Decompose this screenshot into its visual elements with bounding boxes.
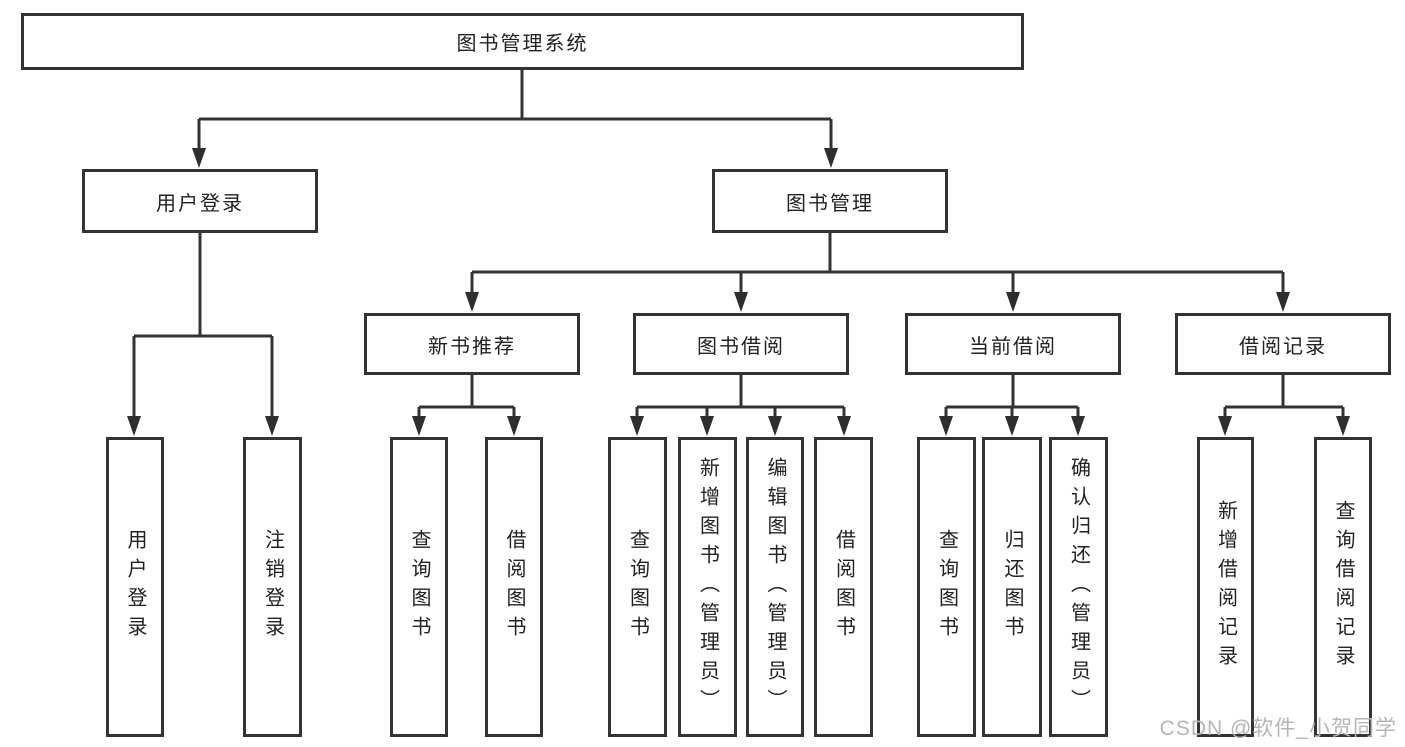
arrowhead bbox=[465, 292, 479, 312]
connector-book-mgmt-to-level3 bbox=[465, 233, 1290, 312]
node-user-login-label: 用户登录 bbox=[156, 192, 244, 215]
node-book-management-label: 图书管理 bbox=[786, 192, 874, 215]
arrowhead bbox=[192, 148, 206, 168]
node-current-borrow-label: 当前借阅 bbox=[969, 335, 1057, 358]
leaf-edit-books-admin: 编辑图书（管理员） bbox=[746, 437, 804, 737]
csdn-watermark: CSDN @软件_小贺同学 bbox=[1159, 717, 1397, 740]
node-user-login: 用户登录 bbox=[82, 169, 318, 233]
connector-user-login-to-leaves bbox=[127, 233, 279, 436]
arrowhead bbox=[734, 292, 748, 312]
node-borrow-records: 借阅记录 bbox=[1175, 313, 1391, 375]
leaf-query-books-recommend-label: 查询图书 bbox=[408, 529, 430, 645]
leaf-user-login: 用户登录 bbox=[106, 437, 164, 737]
leaf-return-books-label: 归还图书 bbox=[1001, 529, 1023, 645]
leaf-add-borrow-record-label: 新增借阅记录 bbox=[1214, 500, 1237, 674]
leaf-confirm-return-admin-label: 确认归还（管理员） bbox=[1067, 456, 1090, 718]
arrowhead bbox=[939, 416, 953, 436]
node-root-label: 图书管理系统 bbox=[456, 33, 589, 55]
node-book-borrow-label: 图书借阅 bbox=[697, 335, 785, 358]
leaf-query-books-current: 查询图书 bbox=[917, 437, 976, 737]
arrowhead bbox=[265, 416, 279, 436]
node-borrow-records-label: 借阅记录 bbox=[1239, 335, 1327, 358]
connector-recommend-to-leaves bbox=[412, 375, 521, 436]
connector-root-to-level2 bbox=[192, 69, 838, 168]
leaf-query-borrow-record-label: 查询借阅记录 bbox=[1332, 500, 1354, 674]
leaf-query-books-current-label: 查询图书 bbox=[935, 529, 958, 645]
arrowhead bbox=[837, 416, 851, 436]
leaf-logout-label: 注销登录 bbox=[261, 529, 284, 645]
arrowhead bbox=[700, 416, 714, 436]
arrowhead bbox=[630, 416, 644, 436]
leaf-add-books-admin-label: 新增图书（管理员） bbox=[696, 456, 719, 718]
node-book-management: 图书管理 bbox=[712, 169, 948, 233]
leaf-return-books: 归还图书 bbox=[982, 437, 1042, 737]
node-root: 图书管理系统 bbox=[21, 13, 1024, 70]
leaf-borrow-books-label: 借阅图书 bbox=[832, 529, 855, 645]
arrowhead bbox=[507, 416, 521, 436]
arrowhead bbox=[412, 416, 426, 436]
leaf-user-login-label: 用户登录 bbox=[124, 529, 146, 645]
leaf-query-books-recommend: 查询图书 bbox=[390, 437, 448, 737]
leaf-borrow-books-recommend-label: 借阅图书 bbox=[503, 529, 525, 645]
connector-current-to-leaves bbox=[939, 375, 1085, 436]
leaf-add-books-admin: 新增图书（管理员） bbox=[678, 437, 737, 737]
connector-borrow-to-leaves bbox=[630, 375, 851, 436]
leaf-edit-books-admin-label: 编辑图书（管理员） bbox=[764, 456, 786, 718]
arrowhead bbox=[1218, 416, 1232, 436]
node-current-borrow: 当前借阅 bbox=[905, 313, 1121, 375]
leaf-query-books-borrow: 查询图书 bbox=[608, 437, 667, 737]
leaf-logout: 注销登录 bbox=[243, 437, 302, 737]
leaf-add-borrow-record: 新增借阅记录 bbox=[1197, 437, 1254, 737]
arrowhead bbox=[1276, 292, 1290, 312]
arrowhead bbox=[1071, 416, 1085, 436]
leaf-borrow-books: 借阅图书 bbox=[814, 437, 873, 737]
node-new-book-recommend-label: 新书推荐 bbox=[428, 335, 516, 358]
arrowhead bbox=[1336, 416, 1350, 436]
leaf-borrow-books-recommend: 借阅图书 bbox=[485, 437, 543, 737]
arrowhead bbox=[768, 416, 782, 436]
node-book-borrow: 图书借阅 bbox=[633, 313, 849, 375]
node-new-book-recommend: 新书推荐 bbox=[364, 313, 580, 375]
arrowhead bbox=[127, 416, 141, 436]
arrowhead bbox=[1006, 292, 1020, 312]
arrowhead bbox=[824, 148, 838, 168]
connector-records-to-leaves bbox=[1218, 375, 1350, 436]
arrowhead bbox=[1005, 416, 1019, 436]
leaf-confirm-return-admin: 确认归还（管理员） bbox=[1049, 437, 1108, 737]
leaf-query-books-borrow-label: 查询图书 bbox=[626, 529, 649, 645]
leaf-query-borrow-record: 查询借阅记录 bbox=[1314, 437, 1372, 737]
